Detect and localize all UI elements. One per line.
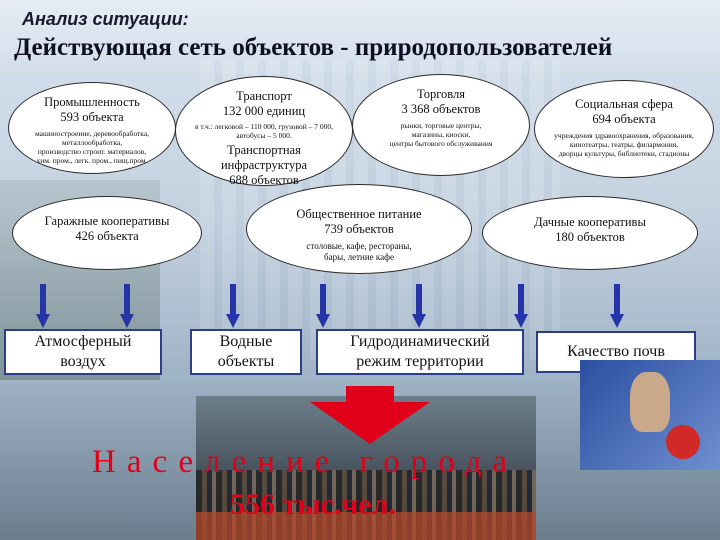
trade-ellipse: Торговля 3 368 объектов рынки, торговые …	[352, 74, 530, 176]
transport-detail: в т.ч.: легковой – 110 000, грузовой – 7…	[194, 122, 334, 131]
arrow-down-icon	[36, 284, 50, 328]
dachas-count: 180 объектов	[555, 230, 625, 244]
street-photo	[196, 396, 536, 540]
industry-detail: металлообработка,	[61, 138, 123, 147]
trade-count: 3 368 объектов	[401, 102, 481, 116]
impact-hydro-label: режим территории	[356, 353, 484, 370]
population-count: 556 тыс.чел.	[230, 488, 397, 521]
social-detail: кинотеатры, театры, филармония,	[569, 140, 679, 149]
big-arrow-down-icon	[310, 386, 430, 444]
transport-infra-title: инфраструктура	[220, 158, 308, 172]
arrow-down-icon	[316, 284, 330, 328]
billboard-portrait	[630, 372, 670, 432]
catering-count: 739 объектов	[324, 222, 394, 236]
garages-count: 426 объекта	[75, 229, 139, 243]
transport-title: Транспорт	[236, 89, 292, 103]
impact-air-label: Атмосферный	[34, 333, 132, 350]
impact-water-box: Водные объекты	[190, 329, 302, 375]
arrow-down-icon	[610, 284, 624, 328]
trade-detail: рынки, торговые центры,	[400, 121, 482, 130]
industry-ellipse: Промышленность 593 объекта машиностроени…	[8, 82, 176, 174]
transport-infra-count: 688 объектов	[229, 173, 299, 187]
impact-soil-label: Качество почв	[567, 343, 665, 360]
garages-title: Гаражные кооперативы	[44, 214, 170, 228]
trade-detail: центры бытового обслуживания	[389, 139, 493, 148]
transport-count: 132 000 единиц	[222, 104, 306, 118]
industry-title: Промышленность	[44, 95, 140, 109]
industry-count: 593 объекта	[60, 110, 124, 124]
header-band	[0, 0, 720, 74]
impact-water-label: объекты	[217, 353, 275, 370]
impact-water-label: Водные	[219, 333, 273, 350]
industry-detail: машиностроение, деревообработка,	[34, 129, 150, 138]
catering-detail: столовые, кафе, рестораны,	[306, 241, 412, 251]
population-label: Население города	[92, 444, 519, 480]
trade-detail: магазины, киоски,	[411, 130, 471, 139]
impact-air-box: Атмосферный воздух	[4, 329, 162, 375]
catering-ellipse: Общественное питание 739 объектов столов…	[246, 184, 472, 274]
trade-title: Торговля	[417, 87, 465, 101]
impact-air-label: воздух	[60, 353, 106, 370]
arrow-down-icon	[514, 284, 528, 328]
industry-detail: хим. пром., легк. пром., пищ.пром.	[36, 156, 148, 165]
billboard-logo	[666, 425, 700, 459]
transport-ellipse: Транспорт 132 000 единиц в т.ч.: легково…	[175, 76, 353, 187]
slide-subtitle: Анализ ситуации:	[22, 9, 189, 29]
social-ellipse: Социальная сфера 694 объекта учреждения …	[534, 80, 714, 178]
social-count: 694 объекта	[592, 112, 656, 126]
catering-title: Общественное питание	[296, 207, 422, 221]
slide-title: Действующая сеть объектов - природопольз…	[14, 34, 613, 61]
garages-ellipse: Гаражные кооперативы 426 объекта	[12, 196, 202, 270]
transport-detail: автобусы – 5 000.	[236, 131, 292, 140]
arrow-down-icon	[226, 284, 240, 328]
arrow-down-icon	[412, 284, 426, 328]
social-detail: дворцы культуры, библиотеки, стадионы	[558, 149, 690, 158]
industry-detail: производство строит. материалов,	[37, 147, 147, 156]
catering-detail: бары, летние кафе	[324, 252, 394, 262]
social-detail: учреждения здравоохранения, образования,	[554, 131, 694, 140]
dachas-title: Дачные кооперативы	[534, 215, 646, 229]
arrow-down-icon	[120, 284, 134, 328]
transport-infra-title: Транспортная	[227, 143, 301, 157]
social-title: Социальная сфера	[575, 97, 673, 111]
dachas-ellipse: Дачные кооперативы 180 объектов	[482, 196, 698, 270]
pavement-image	[196, 512, 536, 540]
impact-hydro-box: Гидродинамический режим территории	[316, 329, 524, 375]
impact-hydro-label: Гидродинамический	[350, 333, 490, 350]
